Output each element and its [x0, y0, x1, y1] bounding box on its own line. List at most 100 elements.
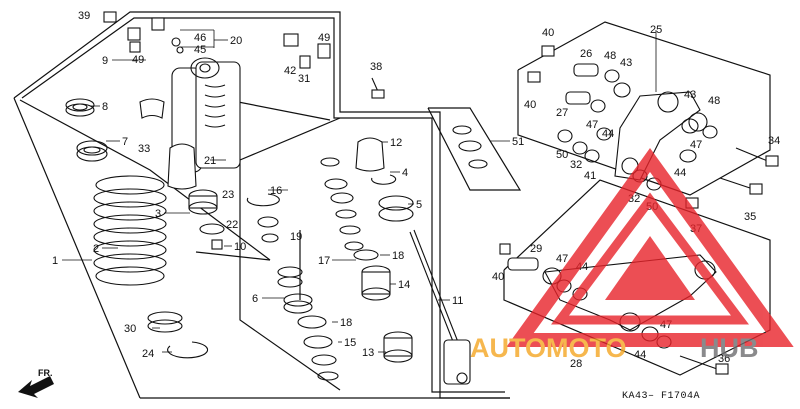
- callout-16: 16: [270, 185, 282, 197]
- damper-rod-11: [409, 229, 471, 385]
- callout-29: 29: [530, 243, 542, 255]
- callout-46: 46: [194, 32, 206, 44]
- callout-5: 5: [416, 199, 422, 211]
- callout-49b: 49: [318, 32, 330, 44]
- diagram-frames: [13, 11, 771, 399]
- callout-20: 20: [230, 35, 242, 47]
- callout-30: 30: [124, 323, 136, 335]
- callout-27: 27: [556, 107, 568, 119]
- callout-8: 8: [102, 101, 108, 113]
- oring-18b: [353, 249, 379, 261]
- bolt-35: [719, 177, 763, 195]
- callout-35: 35: [744, 211, 756, 223]
- callout-6: 6: [252, 293, 258, 305]
- callout-39: 39: [78, 10, 90, 22]
- callout-21: 21: [204, 155, 216, 167]
- callout-47b: 47: [690, 139, 702, 151]
- callout-38: 38: [370, 61, 382, 73]
- callout-17: 17: [318, 255, 330, 267]
- clip-4: [371, 174, 397, 185]
- callout-41: 41: [584, 170, 596, 182]
- shim-stack-17: [320, 157, 364, 251]
- front-direction-arrow: FR.: [18, 368, 54, 398]
- bump-rubber-21: [167, 143, 197, 190]
- callout-22: 22: [226, 219, 238, 231]
- callout-40c: 40: [492, 271, 504, 283]
- bolt-36: [679, 355, 729, 375]
- callout-40: 40: [542, 27, 554, 39]
- callout-1: 1: [52, 255, 58, 267]
- callout-47: 47: [586, 119, 598, 131]
- callout-49: 49: [132, 54, 144, 66]
- watermark-triangle-icon: [506, 148, 794, 347]
- seal-22: [199, 223, 225, 235]
- callout-3: 3: [155, 208, 161, 220]
- callout-13: 13: [362, 347, 374, 359]
- collars-26-27-48-43: [565, 63, 718, 163]
- callout-25: 25: [650, 24, 662, 36]
- lock-nut-8: [65, 98, 95, 117]
- callout-14: 14: [398, 279, 410, 291]
- callout-9: 9: [102, 55, 108, 67]
- callout-19: 19: [290, 231, 302, 243]
- shock-arm-25: [614, 91, 708, 181]
- callout-7: 7: [122, 136, 128, 148]
- callout-2: 2: [93, 243, 99, 255]
- callout-24: 24: [142, 348, 154, 360]
- callout-numbers: 1 2 3 4 5 6 7 8 9 10 11 12 13 14 15 16 1…: [52, 10, 780, 370]
- callout-50: 50: [556, 149, 568, 161]
- washers-19: [257, 216, 279, 243]
- callout-12: 12: [390, 137, 402, 149]
- piston-6: [277, 266, 313, 314]
- callout-43: 43: [620, 57, 632, 69]
- seal-13: [383, 331, 413, 363]
- circlip-16: [246, 193, 280, 207]
- callout-48: 48: [604, 50, 616, 62]
- callout-48b: 48: [708, 95, 720, 107]
- callout-23: 23: [222, 189, 234, 201]
- callout-47c: 47: [556, 253, 568, 265]
- callout-32: 32: [570, 159, 582, 171]
- stopper-23: [188, 189, 218, 215]
- callout-28: 28: [570, 358, 582, 370]
- spring-seat-30: [147, 311, 183, 333]
- valve-top: [127, 17, 331, 69]
- nut-39: [103, 11, 117, 23]
- bolt-38: [371, 77, 385, 99]
- callout-11: 11: [452, 295, 463, 307]
- kit-51: [452, 125, 488, 169]
- callout-31: 31: [298, 73, 310, 85]
- seal-12: [355, 137, 385, 172]
- callout-4: 4: [402, 167, 408, 179]
- callout-10: 10: [234, 241, 246, 253]
- watermark-logo: AUTOMOTO HUB: [470, 148, 794, 363]
- callout-33: 33: [138, 143, 150, 155]
- callout-44b: 44: [674, 167, 686, 179]
- spring-coil: [93, 175, 167, 286]
- leader-lines: [62, 29, 657, 353]
- damper-body: [171, 57, 241, 173]
- adjuster-nut-7: [76, 140, 108, 162]
- callout-18b: 18: [392, 250, 404, 262]
- callout-42: 42: [284, 65, 296, 77]
- callout-40b: 40: [524, 99, 536, 111]
- watermark-text-gray: HUB: [700, 333, 759, 363]
- bushing-5: [378, 195, 414, 222]
- nut-10: [211, 239, 223, 250]
- rings-18-15: [297, 315, 339, 381]
- bolt-34: [735, 147, 779, 167]
- label-33: [139, 98, 165, 119]
- callout-26: 26: [580, 48, 592, 60]
- circlip-24: [167, 341, 209, 359]
- callout-15: 15: [344, 337, 356, 349]
- callout-51: 51: [512, 136, 524, 148]
- watermark-text-red: AUTOMOTO: [470, 333, 627, 363]
- callout-36: 36: [718, 353, 730, 365]
- callout-44: 44: [602, 128, 614, 140]
- callout-34: 34: [768, 135, 780, 147]
- callout-44d: 44: [634, 349, 646, 361]
- cap-14: [361, 265, 391, 301]
- callout-18: 18: [340, 317, 352, 329]
- diagram-code: KA43– F1704A: [622, 391, 700, 402]
